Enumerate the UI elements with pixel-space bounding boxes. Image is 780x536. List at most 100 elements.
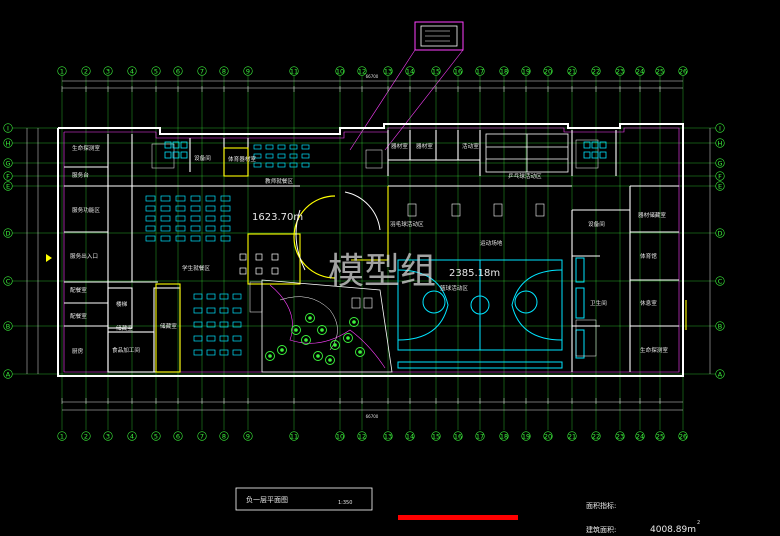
- table: [220, 225, 231, 232]
- table: [219, 307, 229, 314]
- table: [190, 195, 201, 202]
- watermark: 模型组: [328, 251, 436, 292]
- tree-icon: [349, 317, 359, 327]
- tree-icon: [317, 325, 327, 335]
- table: [193, 293, 203, 300]
- room-label: 休息室: [640, 299, 657, 307]
- grid-number: 22: [592, 67, 600, 75]
- room-label: 设备间: [588, 220, 605, 228]
- grid-letter: G: [5, 159, 10, 167]
- room-label: 配餐室: [70, 312, 87, 320]
- grid-label-top: 6: [173, 66, 183, 76]
- table: [277, 153, 286, 159]
- grid-number: 9: [246, 67, 250, 75]
- table: [160, 225, 171, 232]
- room-label: 器材储藏室: [638, 211, 666, 219]
- grid-number: 21: [568, 432, 576, 440]
- room-label: 楼梯: [116, 300, 128, 308]
- grid-label-side: C: [715, 276, 725, 286]
- table: [289, 153, 298, 159]
- grid-number: 12: [358, 67, 366, 75]
- tree-icon: [355, 347, 365, 357]
- table: [205, 215, 216, 222]
- room-label: 活动室: [462, 142, 479, 150]
- building-area-label: 建筑面积:: [586, 525, 616, 534]
- grid-label-bottom: 21: [567, 431, 577, 441]
- grid-number: 20: [544, 67, 552, 75]
- room-label: 储藏室: [116, 324, 133, 332]
- grid-label-bottom: 15: [431, 431, 441, 441]
- table: [206, 321, 216, 328]
- grid-label-bottom: 20: [543, 431, 553, 441]
- grid-label-top: 22: [591, 66, 601, 76]
- grid-label-top: 18: [499, 66, 509, 76]
- grid-number: 18: [500, 67, 508, 75]
- table: [253, 153, 262, 159]
- grid-label-bottom: 1: [57, 431, 67, 441]
- grid-label-bottom: 17: [475, 431, 485, 441]
- table: [206, 349, 216, 356]
- top-total-dimension: 66700: [366, 74, 379, 79]
- grid-number: 4: [130, 67, 134, 75]
- room-label: 学生就餐区: [182, 264, 210, 272]
- room-label: 储藏室: [160, 322, 177, 330]
- area-index-label: 面积指标:: [586, 501, 616, 510]
- grid-number: 22: [592, 432, 600, 440]
- grid-label-side: F: [3, 171, 13, 181]
- grid-label-bottom: 5: [151, 431, 161, 441]
- grid-number: 17: [476, 432, 484, 440]
- room-label: 运动场地: [480, 239, 503, 247]
- grid-label-bottom: 22: [591, 431, 601, 441]
- grid-letter: H: [718, 139, 723, 147]
- grid-label-top: 10: [335, 66, 345, 76]
- table: [271, 253, 279, 261]
- grid-letter: F: [6, 172, 10, 180]
- room-label: 配餐室: [70, 286, 87, 294]
- table: [205, 235, 216, 242]
- grid-letter: I: [719, 124, 721, 132]
- grid-label-side: B: [3, 321, 13, 331]
- grid-label-top: 24: [635, 66, 645, 76]
- table: [220, 235, 231, 242]
- room-labels: 生命探测室服务台服务功能区服务出入口配餐室配餐室厨房学生就餐区教师就餐区楼梯储藏…: [70, 142, 668, 355]
- grid-label-top: 2: [81, 66, 91, 76]
- exterior-walls-inner: [63, 127, 680, 373]
- drawing-scale: 1:350: [338, 500, 352, 506]
- room-label: 服务台: [72, 171, 89, 179]
- table: [175, 195, 186, 202]
- grid-label-bottom: 12: [357, 431, 367, 441]
- table: [145, 225, 156, 232]
- tree-icon: [325, 355, 335, 365]
- grid-label-top: 15: [431, 66, 441, 76]
- room-label: 卫生间: [590, 299, 607, 307]
- grid-label-side: I: [715, 123, 725, 133]
- grid-label-bottom: 14: [405, 431, 415, 441]
- room-label: 设备间: [194, 154, 211, 162]
- grid-axis-labels: 1122334455667788991111101012121313141415…: [3, 66, 725, 441]
- table: [277, 144, 286, 150]
- table: [190, 205, 201, 212]
- table: [175, 235, 186, 242]
- windows: [351, 203, 545, 309]
- table: [219, 293, 229, 300]
- grid-label-top: 3: [103, 66, 113, 76]
- grid-label-side: H: [715, 138, 725, 148]
- grid-label-side: G: [3, 158, 13, 168]
- grid-number: 5: [154, 432, 158, 440]
- room-label: 服务功能区: [72, 206, 100, 214]
- table: [219, 321, 229, 328]
- grid-number: 1: [60, 432, 64, 440]
- table: [232, 349, 242, 356]
- grid-number: 15: [432, 432, 440, 440]
- grid-number: 5: [154, 67, 158, 75]
- grid-number: 1: [60, 67, 64, 75]
- grid-label-bottom: 3: [103, 431, 113, 441]
- grid-label-side: F: [715, 171, 725, 181]
- table: [220, 215, 231, 222]
- table: [301, 153, 310, 159]
- grid-number: 23: [616, 432, 624, 440]
- table: [145, 195, 156, 202]
- grid-label-top: 8: [219, 66, 229, 76]
- grid-label-bottom: 6: [173, 431, 183, 441]
- grid-number: 24: [636, 67, 644, 75]
